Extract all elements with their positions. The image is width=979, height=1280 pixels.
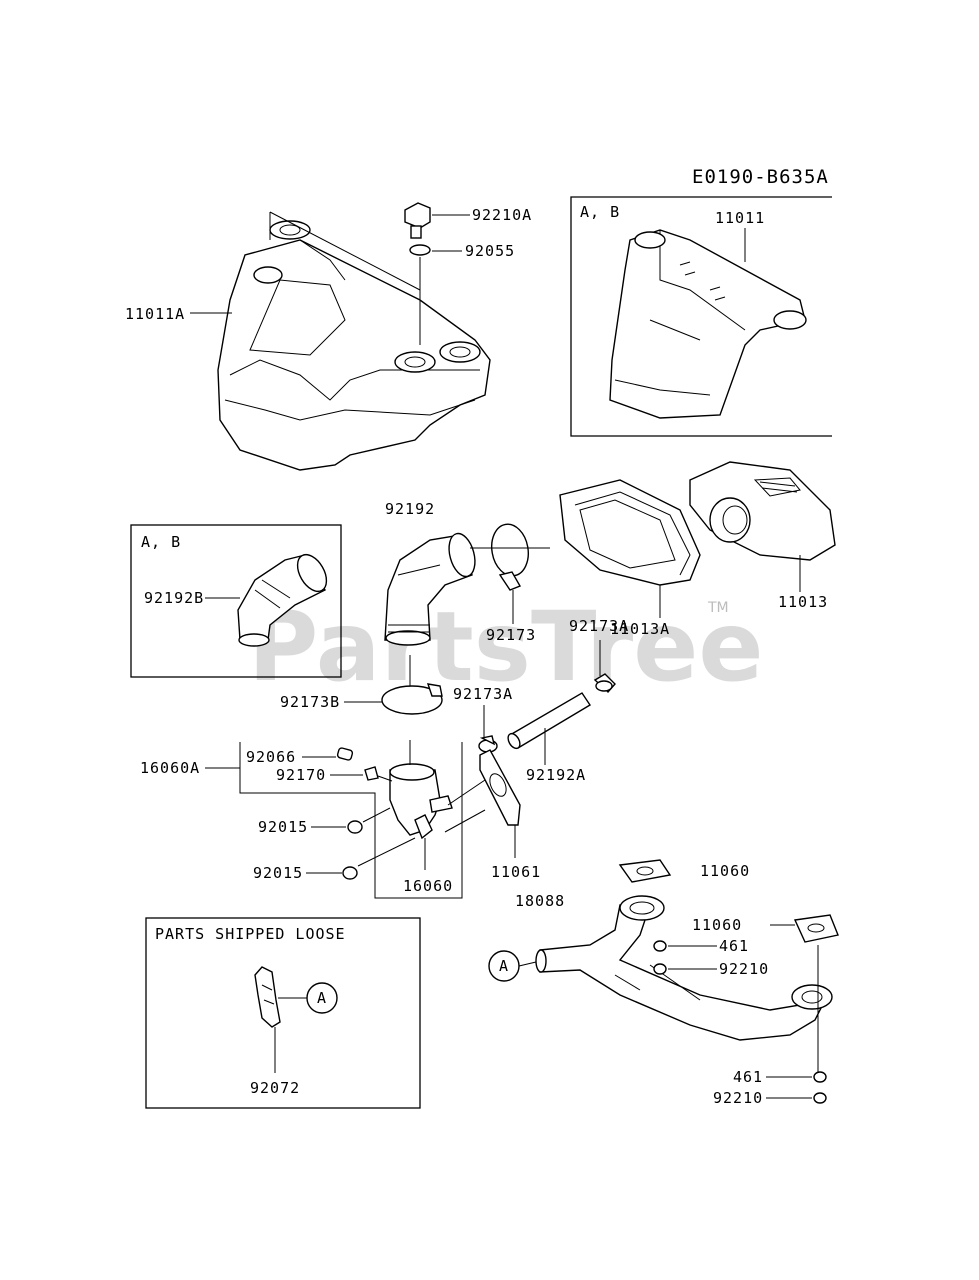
variant-label-top: A, B [580, 203, 620, 221]
gasket-11061[interactable] [479, 749, 521, 826]
parts-shipped-loose-title: PARTS SHIPPED LOOSE [155, 925, 346, 943]
pin-92066[interactable] [336, 747, 354, 761]
gasket-11060-right[interactable] [793, 914, 839, 943]
clamp-92173A-mid[interactable] [478, 735, 498, 753]
diagram-code: E0190-B635A [692, 166, 829, 188]
muffler-cover-11011A[interactable] [217, 211, 491, 471]
muffler-cover-11011[interactable] [609, 229, 807, 419]
air-cleaner-11013[interactable] [689, 461, 836, 561]
label-11060-right: 11060 [692, 916, 742, 934]
label-11011A: 11011A [125, 305, 185, 323]
label-92055: 92055 [465, 242, 515, 260]
svg-text:A: A [499, 957, 509, 975]
label-92015-upper: 92015 [258, 818, 308, 836]
bracket-16060A [239, 742, 463, 899]
label-92210-upper: 92210 [719, 960, 769, 978]
label-92170: 92170 [276, 766, 326, 784]
label-92173A-mid: 92173A [453, 685, 513, 703]
label-11013: 11013 [778, 593, 828, 611]
callout-a-exhaust: A [488, 950, 520, 982]
variant-label-left: A, B [141, 533, 181, 551]
label-11061: 11061 [491, 863, 541, 881]
bracket-92072[interactable] [254, 966, 281, 1028]
nut-92210-upper[interactable] [653, 963, 667, 975]
label-92210-lower: 92210 [713, 1089, 763, 1107]
watermark-trademark: TM [707, 600, 729, 616]
label-11013A: 11013A [610, 620, 670, 638]
washer-461-upper[interactable] [653, 940, 667, 952]
label-92173B: 92173B [280, 693, 340, 711]
clamp-92173[interactable] [488, 521, 532, 591]
clamp-92173A-top[interactable] [593, 673, 616, 694]
nut-92015-upper[interactable] [347, 820, 363, 834]
clamp-92173B[interactable] [381, 683, 443, 715]
parts-shipped-loose-box [145, 917, 421, 1109]
variant-box-top [570, 196, 832, 437]
intake-adapter-16060[interactable] [389, 763, 453, 840]
label-11011: 11011 [715, 209, 765, 227]
svg-text:A: A [317, 989, 327, 1007]
label-16060A: 16060A [140, 759, 200, 777]
hose-92192A[interactable] [506, 692, 591, 750]
variant-box-left [130, 524, 342, 678]
air-filter-element-11013A[interactable] [559, 479, 701, 586]
clip-92170[interactable] [364, 766, 379, 781]
label-92173: 92173 [486, 626, 536, 644]
callout-a-loose: A [306, 982, 338, 1014]
label-92210A: 92210A [472, 206, 532, 224]
bolt-92210A[interactable] [404, 202, 431, 239]
nut-92015-lower[interactable] [342, 866, 358, 880]
label-92015-lower: 92015 [253, 864, 303, 882]
washer-461-lower[interactable] [813, 1071, 827, 1083]
label-18088: 18088 [515, 892, 565, 910]
elbow-hose-92192[interactable] [384, 531, 479, 646]
label-16060: 16060 [403, 877, 453, 895]
label-461-upper: 461 [719, 937, 749, 955]
gasket-11060-upper[interactable] [618, 859, 672, 883]
label-461-lower: 461 [733, 1068, 763, 1086]
washer-92055[interactable] [409, 244, 431, 256]
label-11060-upper: 11060 [700, 862, 750, 880]
label-92173A-top: 92173A [569, 617, 629, 635]
label-92192B: 92192B [144, 589, 204, 607]
label-92072: 92072 [250, 1079, 300, 1097]
label-92192A: 92192A [526, 766, 586, 784]
label-92192: 92192 [385, 500, 435, 518]
nut-92210-lower[interactable] [813, 1092, 827, 1104]
label-92066: 92066 [246, 748, 296, 766]
elbow-hose-92192B[interactable] [237, 550, 332, 647]
exhaust-pipe-18088[interactable] [535, 895, 833, 1041]
watermark: PartsTree [248, 591, 763, 703]
